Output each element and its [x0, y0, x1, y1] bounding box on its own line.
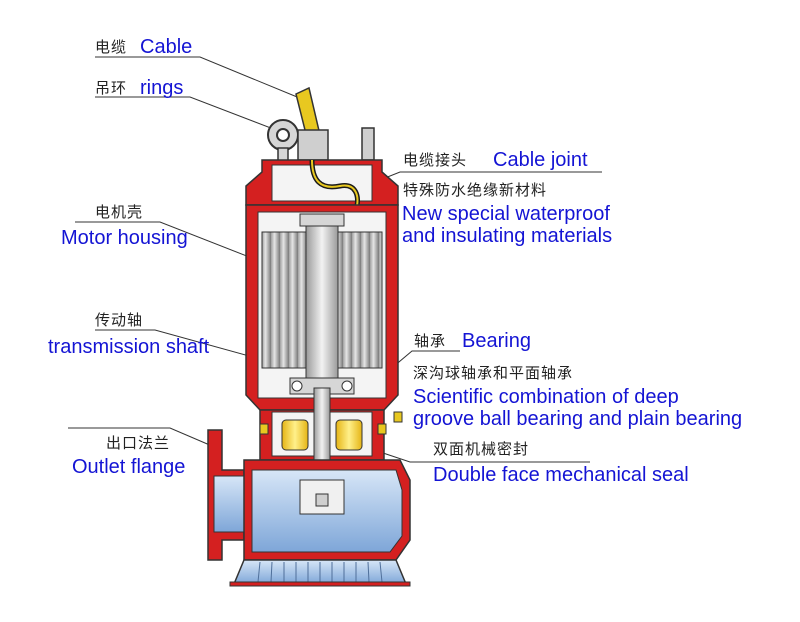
label-shaft-zh: 传动轴 — [95, 311, 144, 329]
label-cable-en: Cable — [140, 36, 193, 58]
label-motor-housing-en: Motor housing — [61, 227, 188, 249]
upper-bearing — [299, 213, 345, 227]
label-motor-housing-zh: 电机壳 — [95, 203, 144, 221]
label-rings-en: rings — [140, 77, 184, 99]
label-waterproof-zh: 特殊防水绝缘新材料 — [403, 181, 548, 199]
label-shaft-en: transmission shaft — [48, 336, 210, 358]
label-bearing-en: Bearing — [462, 330, 531, 352]
leader-motor-housing — [75, 221, 263, 263]
label-bearing-combo-zh: 深沟球轴承和平面轴承 — [413, 364, 574, 382]
label-cable-joint-zh: 电缆接头 — [403, 151, 468, 169]
label-cable-joint-en: Cable joint — [493, 149, 588, 171]
label-seal-en: Double face mechanical seal — [433, 464, 689, 486]
lifting-ring — [267, 119, 299, 163]
label-cable-zh: 电缆 — [95, 38, 128, 56]
stator-left — [261, 231, 311, 369]
leader-rings — [95, 96, 277, 131]
stator-right — [333, 231, 383, 369]
rotor — [305, 217, 339, 389]
leader-lines — [68, 56, 602, 463]
label-waterproof-en-1: New special waterproof — [402, 203, 610, 225]
label-outlet-en: Outlet flange — [72, 456, 186, 478]
label-bearing-zh: 轴承 — [414, 332, 447, 350]
label-bearing-combo-en-1: Scientific combination of deep — [413, 386, 679, 408]
label-outlet-zh: 出口法兰 — [106, 434, 171, 452]
strainer-slots — [257, 561, 383, 583]
label-waterproof-en-2: and insulating materials — [402, 225, 613, 247]
seal-ring-right — [335, 419, 363, 451]
vent-plug — [361, 127, 375, 161]
leader-outlet — [68, 427, 213, 447]
label-bearing-combo-en-2: groove ball bearing and plain bearing — [413, 408, 743, 430]
label-rings-zh: 吊环 — [95, 79, 128, 97]
leader-cable — [95, 56, 303, 100]
cable-gland — [297, 129, 329, 161]
seal-ring-left — [281, 419, 309, 451]
base-plate — [229, 581, 411, 587]
label-seal-zh: 双面机械密封 — [433, 440, 530, 458]
